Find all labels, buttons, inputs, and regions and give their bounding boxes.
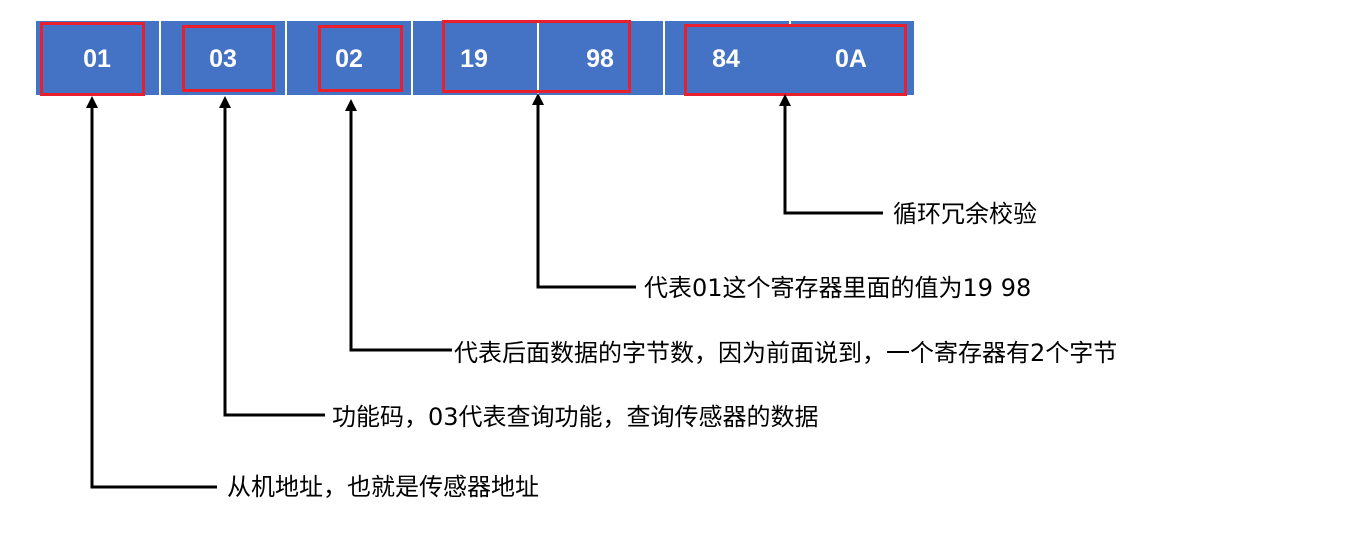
leader-line-register-value bbox=[536, 102, 636, 289]
highlight-box-slave-address bbox=[40, 22, 145, 96]
byte-separator bbox=[411, 21, 413, 95]
byte-slave-address: 01 bbox=[83, 45, 111, 73]
highlight-box-register-value bbox=[442, 20, 631, 93]
leader-line-function-code bbox=[223, 104, 325, 417]
annotation-register-value: 代表01这个寄存器里面的值为19 98 bbox=[644, 274, 1032, 302]
byte-separator bbox=[285, 21, 287, 95]
byte-data-hi: 19 bbox=[460, 45, 488, 73]
byte-separator bbox=[159, 21, 161, 95]
byte-data-lo: 98 bbox=[586, 45, 614, 73]
highlight-box-byte-count bbox=[318, 25, 403, 92]
arrowhead-byte-count bbox=[345, 99, 357, 111]
annotation-function-code: 功能码，03代表查询功能，查询传感器的数据 bbox=[332, 403, 819, 431]
arrowhead-crc bbox=[779, 94, 791, 106]
arrowhead-function-code bbox=[219, 96, 231, 108]
annotation-byte-count: 代表后面数据的字节数，因为前面说到，一个寄存器有2个字节 bbox=[454, 339, 1118, 367]
byte-separator bbox=[537, 21, 539, 95]
byte-separator bbox=[663, 21, 665, 95]
highlight-box-function-code bbox=[182, 25, 275, 92]
annotation-slave-address: 从机地址，也就是传感器地址 bbox=[227, 473, 539, 501]
byte-function-code: 03 bbox=[209, 45, 237, 73]
byte-crc-lo: 84 bbox=[712, 45, 740, 73]
arrowhead-register-value bbox=[532, 93, 544, 105]
byte-byte-count: 02 bbox=[335, 45, 363, 73]
annotation-crc: 循环冗余校验 bbox=[893, 200, 1037, 228]
highlight-box-crc bbox=[684, 24, 907, 96]
byte-crc-hi: 0A bbox=[835, 45, 867, 73]
leader-line-byte-count bbox=[349, 107, 452, 352]
arrowhead-slave-address bbox=[86, 96, 98, 108]
leader-line-slave-address bbox=[90, 104, 217, 489]
byte-separator-stub bbox=[789, 21, 791, 25]
leader-line-crc bbox=[783, 102, 883, 215]
